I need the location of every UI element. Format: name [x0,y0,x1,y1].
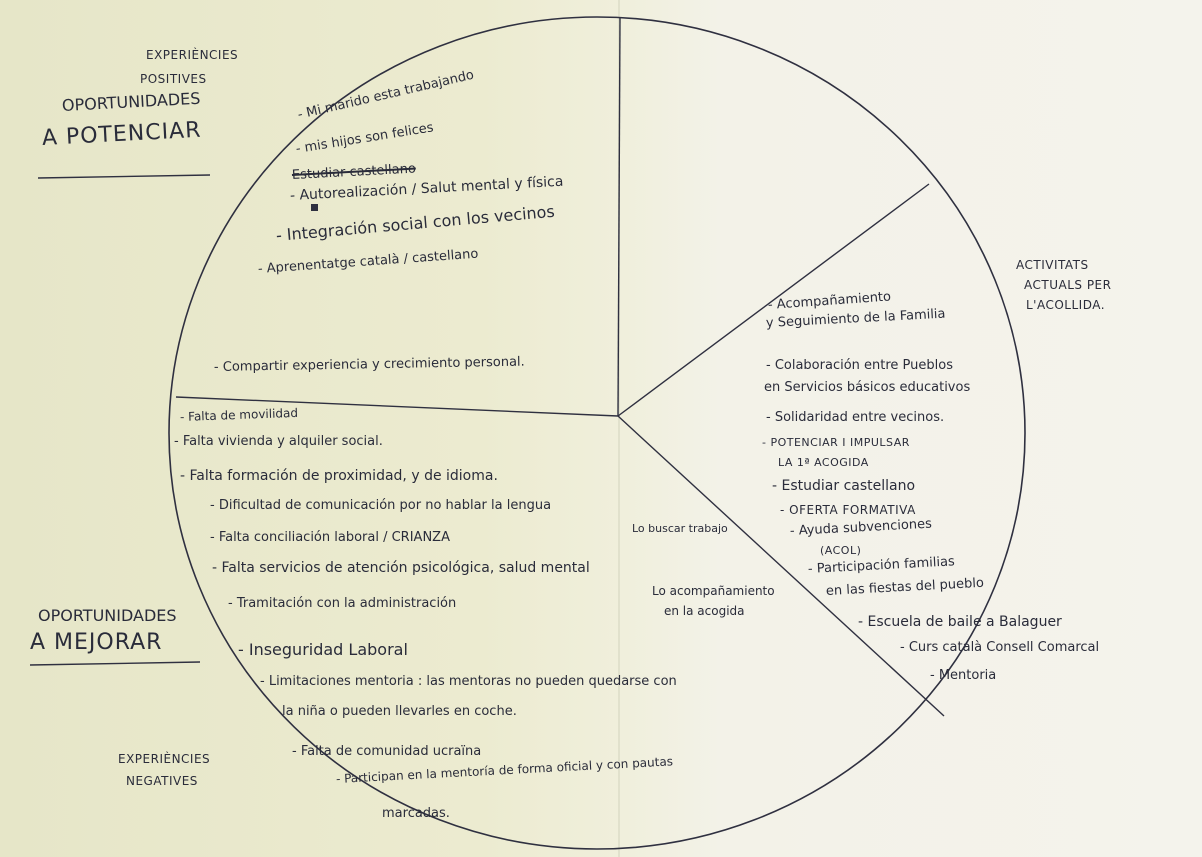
divider-lower-right [617,415,945,717]
activity-potenciar-2: LA 1ª ACOGIDA [778,456,869,469]
negative-item-mentoria-2: la niña o pueden llevarles en coche. [282,704,517,719]
underline-potenciar [37,174,211,179]
diagram-circle [168,16,1026,850]
negative-item-participan-2: marcadas. [382,806,450,821]
activity-solidaridad: - Solidaridad entre vecinos. [766,410,945,425]
activity-colaboracion-2: en Servicios básicos educativos [764,380,971,395]
negative-item-conciliacion: - Falta conciliación laboral / CRIANZA [210,530,450,545]
label-experiencies-positives-2: POSITIVES [140,72,207,86]
activity-estudiar: - Estudiar castellano [772,478,916,494]
activity-ayuda-2: (ACOL) [820,544,862,557]
label-activitats-2: ACTUALS PER [1024,278,1112,292]
negative-item-mentoria-1: - Limitaciones mentoria : las mentoras n… [260,674,677,689]
activity-colaboracion-1: - Colaboración entre Pueblos [766,358,953,373]
negative-item-buscar-trabajo: Lo buscar trabajo [632,522,728,535]
divider-left [175,396,619,417]
activity-curs-catala: - Curs català Consell Comarcal [900,640,1100,655]
label-oportunidades-mejorar-1: OPORTUNIDADES [38,606,177,625]
label-activitats-1: ACTIVITATS [1016,258,1089,272]
negative-item-vivienda: - Falta vivienda y alquiler social. [174,434,383,449]
negative-item-comunicacion: - Dificultad de comunicación por no habl… [210,498,552,513]
label-activitats-3: L'ACOLLIDA. [1026,298,1106,312]
negative-item-acogida: en la acogida [664,604,745,618]
activity-mentoria: - Mentoria [930,668,997,683]
negative-item-comunidad: - Falta de comunidad ucraïna [292,744,482,759]
divider-upper-right [617,183,930,417]
underline-mejorar [29,661,201,666]
divider-top [617,17,621,417]
negative-item-acompanamiento: Lo acompañamiento [652,584,775,598]
negative-item-psicologica: - Falta servicios de atención psicológic… [212,560,590,576]
label-experiencies-positives-1: EXPERIÈNCIES [146,48,239,62]
activity-potenciar-1: - POTENCIAR I IMPULSAR [762,436,910,449]
negative-item-inseguridad: - Inseguridad Laboral [238,640,408,659]
label-oportunidades-mejorar-2: A MEJORAR [30,630,163,655]
paper-fold [618,0,620,857]
activity-oferta: - OFERTA FORMATIVA [780,503,916,517]
negative-item-tramitacion: - Tramitación con la administración [228,596,457,611]
negative-item-formacion: - Falta formación de proximidad, y de id… [180,468,498,484]
label-experiencies-negatives-2: NEGATIVES [126,774,198,788]
activity-escuela-baile: - Escuela de baile a Balaguer [858,614,1062,630]
label-experiencies-negatives-1: EXPERIÈNCIES [118,752,211,766]
bullet-square-mark [311,204,318,211]
